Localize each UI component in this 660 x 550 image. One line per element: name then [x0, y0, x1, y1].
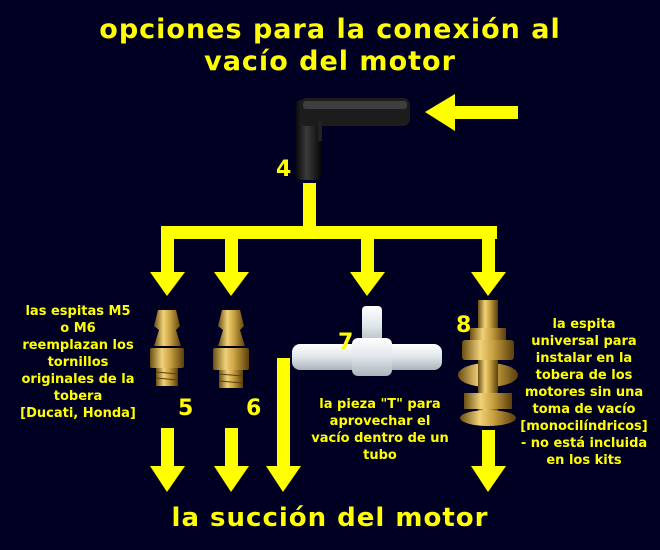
label-7: 7: [338, 330, 354, 355]
brass-spigot-m5: [150, 310, 184, 386]
note-right-line: en los kits: [546, 453, 622, 468]
incoming-arrow: [425, 94, 518, 131]
note-left-line: las espitas M5: [25, 304, 131, 319]
label-5: 5: [178, 396, 194, 421]
note-left-line: [Ducati, Honda]: [20, 406, 136, 421]
note-left-line: tobera: [53, 389, 103, 404]
note-right-line: motores sin una: [524, 385, 644, 400]
outgoing-arrows: [150, 358, 506, 492]
note-middle-line: la pieza "T" para: [319, 397, 441, 412]
plastic-tee-fitting: [292, 306, 442, 376]
note-left-line: originales de la: [21, 372, 135, 387]
note-middle: la pieza "T" para aprovechar el vacío de…: [300, 396, 460, 464]
note-middle-line: aprovechar el: [329, 414, 431, 429]
note-left: las espitas M5 o M6 reemplazan los torni…: [6, 303, 150, 422]
note-right-line: instalar en la: [535, 351, 633, 366]
note-right-line: [monocilíndricos]: [520, 419, 648, 434]
label-6: 6: [246, 396, 262, 421]
title-line-2: vacío del motor: [204, 46, 456, 77]
note-left-line: o M6: [60, 321, 96, 336]
note-middle-line: tubo: [363, 448, 397, 463]
note-right-line: la espita: [552, 317, 616, 332]
footer-caption: la succión del motor: [171, 503, 489, 533]
label-8: 8: [456, 313, 472, 338]
note-right: la espita universal para instalar en la …: [510, 316, 658, 469]
note-right-line: toma de vacío: [532, 402, 636, 417]
title-line-1: opciones para la conexión al: [99, 14, 561, 45]
universal-brass-spigot: [458, 300, 518, 426]
rubber-elbow-fitting: [295, 98, 410, 180]
note-right-line: - no está incluida: [520, 436, 648, 451]
label-4: 4: [276, 157, 292, 182]
note-right-line: universal para: [531, 334, 637, 349]
note-left-line: reemplazan los: [22, 338, 134, 353]
note-left-line: tornillos: [47, 355, 109, 370]
brass-spigot-m6: [213, 310, 249, 388]
note-right-line: tobera de los: [535, 368, 633, 383]
note-middle-line: vacío dentro de un: [311, 431, 449, 446]
distribution-lines: [150, 183, 506, 296]
